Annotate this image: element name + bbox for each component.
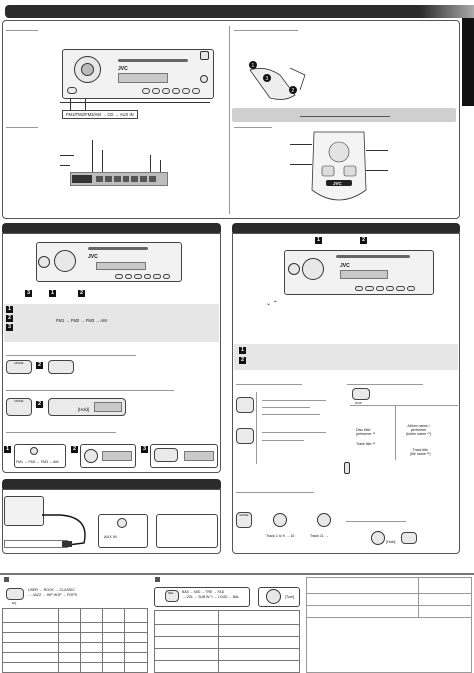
remote-control-diagram: JVC — [308, 130, 370, 208]
disc-unit-logo: JVC — [340, 263, 350, 269]
detach-icon[interactable] — [200, 75, 208, 83]
svg-text:1: 1 — [252, 63, 255, 69]
eq-button[interactable] — [6, 588, 24, 600]
side-tab — [462, 18, 474, 106]
a-icon — [344, 462, 350, 474]
display-segments — [96, 176, 157, 182]
disc-title-label: Disc title/ performer *¹ — [356, 428, 376, 437]
sound-adjust-table — [154, 610, 300, 673]
mode-button-radio-2[interactable]: MODE — [6, 398, 32, 416]
sel-label: SEL — [168, 591, 174, 595]
disc-steps-box — [234, 344, 458, 370]
radio-steps-box — [4, 304, 219, 342]
disc-skip-button-1[interactable] — [236, 397, 254, 413]
preset-buttons[interactable] — [142, 88, 200, 94]
caution-box — [232, 108, 456, 122]
skip-arrows: ⌄ ⌃ — [266, 301, 278, 307]
turn-label: [Turn] — [285, 595, 295, 599]
radio-band-sequence-2: FM1 → FM2 → FM3 → AM — [16, 460, 59, 464]
aux-step-2 — [156, 514, 218, 548]
radio-step-3: 3 — [6, 324, 13, 331]
disc-skip-button-2[interactable] — [236, 428, 254, 444]
mode-button-radio[interactable]: MODE — [6, 360, 32, 374]
aux-in-label: AUX IN — [104, 535, 117, 539]
disc-mode-button[interactable]: MODE — [236, 512, 252, 528]
aux-cable — [40, 503, 96, 548]
bottom-separator — [0, 573, 474, 575]
header-tab-shadow — [420, 5, 474, 18]
unit-display — [118, 73, 168, 83]
disc-hold-button[interactable] — [371, 531, 385, 545]
hold-label: [Hold] — [78, 407, 89, 412]
disc-step-1: 1 — [239, 347, 246, 354]
sel-button[interactable] — [165, 590, 179, 602]
radio-header-bar — [2, 223, 221, 235]
track-title-file-label: Track title (file name *¹) — [410, 448, 431, 457]
album-name-label: Album name / performer (folder name *¹) — [406, 424, 431, 437]
disc-step-dial-1[interactable] — [273, 513, 287, 527]
source-sequence: FM1/FM2/FM3/AM → CD → AUX IN — [62, 110, 138, 119]
disc-header-bar — [232, 223, 460, 235]
disc-hold-label: [Hold] — [386, 540, 396, 544]
disp-button[interactable] — [352, 388, 370, 400]
svg-text:2: 2 — [292, 88, 295, 94]
track-1-to-9-label: Track 1 to 9 → 10 — [266, 534, 295, 538]
eq-label: EQ — [12, 601, 17, 605]
svg-text:JVC: JVC — [333, 181, 343, 186]
radio-band-sequence: FM1 → FM2 → FM3 → AM — [56, 318, 107, 323]
top-divider — [229, 26, 230, 214]
radio-callout-1: 1 — [49, 290, 56, 297]
svg-text:3: 3 — [266, 76, 269, 82]
disp-label: DISP — [355, 401, 363, 405]
radio-step-1: 1 — [6, 306, 13, 313]
sound-mode-table — [2, 608, 148, 673]
radio-callout-2: 2 — [78, 290, 85, 297]
sound-mode-sequence: USER → ROCK → CLASSIC → JAZZ → HIP HOP →… — [28, 588, 77, 597]
track-title-label: Track title *¹ — [356, 442, 376, 446]
aux-header-bar — [2, 479, 221, 491]
panel-detach-illustration: 1 3 2 — [245, 60, 315, 105]
settings-table — [306, 577, 472, 673]
track-11-label: Track 11 → — [310, 534, 329, 538]
eject-icon[interactable] — [200, 51, 209, 60]
radio-step-2: 2 — [6, 315, 13, 322]
turn-knob[interactable] — [266, 589, 281, 604]
disc-control-pad[interactable] — [288, 263, 300, 275]
radio-unit-logo: JVC — [88, 254, 98, 260]
disc-step-2: 2 — [239, 357, 246, 364]
radio-control-pad[interactable] — [38, 256, 50, 268]
disc-eject-button[interactable] — [401, 532, 417, 544]
disc-step-dial-2[interactable] — [317, 513, 331, 527]
aux-unit-diagram — [4, 496, 44, 526]
src-button[interactable] — [67, 87, 77, 94]
sound-adjust-sequence: BAS → MID → TRE → FAD → VOL → SUB W *¹ →… — [182, 590, 240, 599]
band-button-radio[interactable] — [48, 360, 74, 374]
top-header-bar — [5, 5, 460, 18]
radio-band-step — [14, 444, 66, 468]
radio-callout-3: 3 — [25, 290, 32, 297]
brand-logo: JVC — [118, 66, 128, 72]
